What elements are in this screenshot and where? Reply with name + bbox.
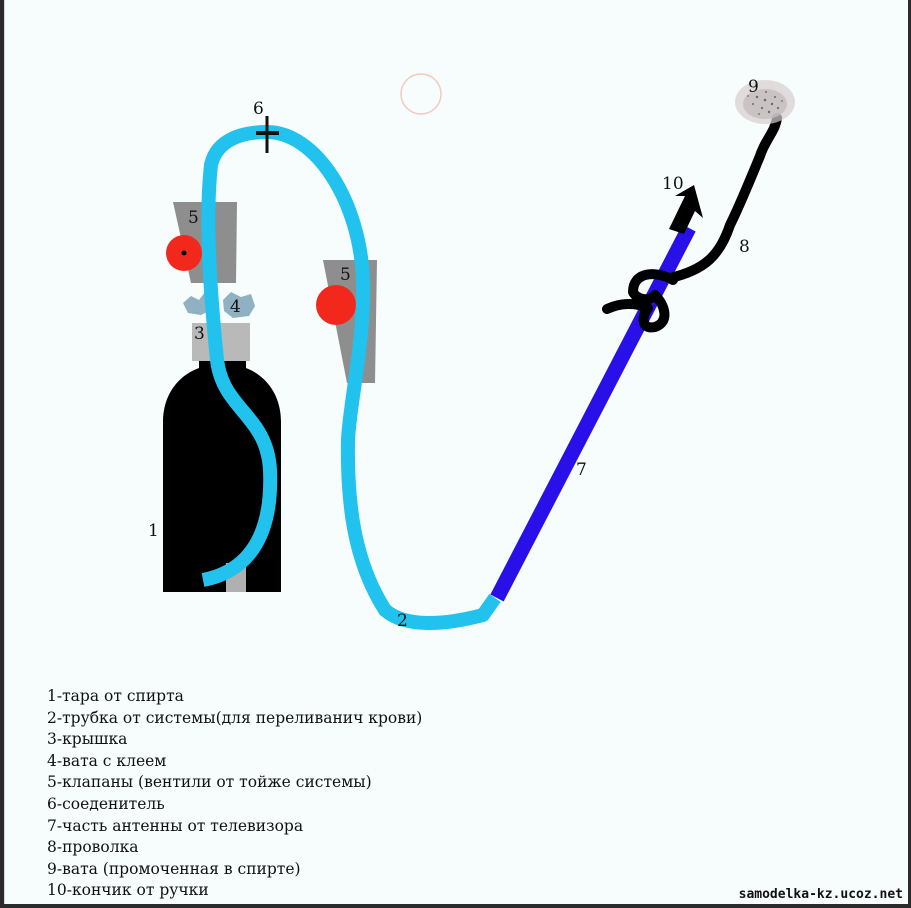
cotton-ball bbox=[735, 80, 795, 124]
label-2: 2 bbox=[397, 611, 408, 631]
valve-left-knob-dot bbox=[181, 250, 187, 256]
label-1: 1 bbox=[148, 521, 159, 541]
label-8: 8 bbox=[739, 237, 750, 257]
legend-item: 2-трубка от системы(для переливанич кров… bbox=[47, 708, 423, 727]
wire bbox=[602, 113, 782, 333]
label-4: 4 bbox=[230, 297, 241, 317]
antenna bbox=[490, 224, 696, 602]
legend-item: 10-кончик от ручки bbox=[47, 881, 209, 900]
legend-item: 9-вата (промоченная в спирте) bbox=[47, 859, 301, 878]
legend: 1-тара от спирта 2-трубка от системы(для… bbox=[47, 686, 422, 902]
legend-item: 4-вата с клеем bbox=[47, 751, 167, 770]
label-5-left: 5 bbox=[188, 208, 199, 228]
watermark: samodelka-kz.ucoz.net bbox=[735, 886, 906, 903]
legend-item: 3-крышка bbox=[47, 730, 128, 749]
label-10: 10 bbox=[662, 174, 684, 194]
label-9: 9 bbox=[748, 77, 759, 97]
pen-tip bbox=[669, 185, 703, 234]
legend-item: 7-часть антенны от телевизора bbox=[47, 816, 304, 835]
connector bbox=[256, 116, 279, 153]
label-7: 7 bbox=[576, 460, 587, 480]
valve-right-knob bbox=[316, 285, 356, 325]
bottle-burner-diagram: 1 2 3 4 5 5 6 7 8 9 10 bbox=[148, 73, 795, 631]
legend-item: 6-соеденитель bbox=[47, 794, 165, 813]
legend-item: 1-тара от спирта bbox=[47, 687, 184, 705]
tube bbox=[201, 125, 501, 630]
diagram-canvas: 1 2 3 4 5 5 6 7 8 9 10 1-тара от спирта … bbox=[4, 0, 908, 904]
faint-circle bbox=[400, 73, 442, 115]
label-3: 3 bbox=[194, 324, 205, 344]
legend-item: 5-клапаны (вентили от тойже системы) bbox=[47, 773, 372, 792]
bottle-body bbox=[163, 338, 281, 592]
label-5-right: 5 bbox=[340, 265, 351, 285]
legend-item: 8-проволка bbox=[47, 838, 139, 857]
label-6: 6 bbox=[253, 99, 264, 119]
